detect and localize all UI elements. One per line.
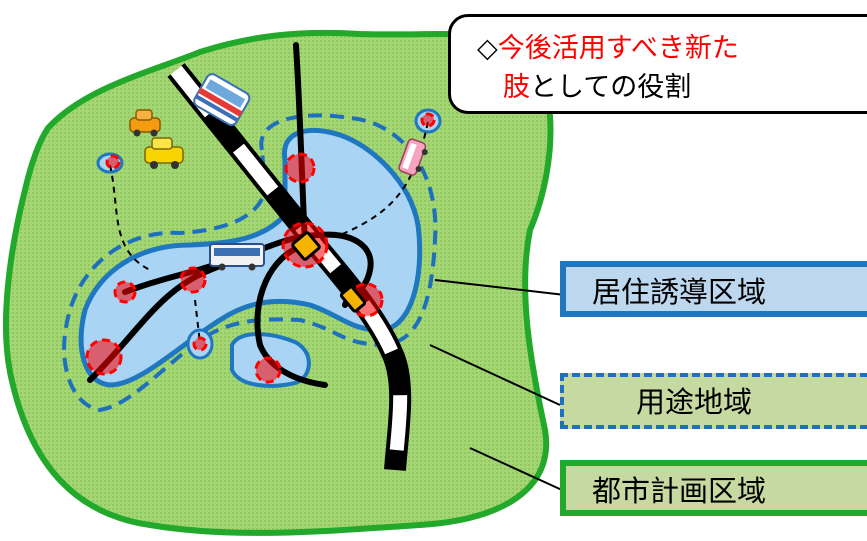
residential-area-text: 居住誘導区域 [592,275,767,309]
bus-icon [209,243,265,271]
hub-markers [85,112,436,384]
use-district-label: 用途地域 [560,373,867,429]
leader-lines [429,279,566,491]
callout-black-text: としての役割 [530,72,692,103]
residential-area-label: 居住誘導区域 [560,261,867,317]
callout-line-1: ◇今後活用すべき新た [477,29,867,68]
callout-line-2: 肢としての役割 [477,68,867,107]
callout-box: ◇今後活用すべき新た 肢としての役割 [448,14,867,114]
taxi-icon [144,137,184,169]
callout-red-text-1: 今後活用すべき新た [497,33,739,64]
bus-route-lines [109,121,429,344]
callout-prefix: ◇ [477,33,498,64]
city-planning-area-label: 都市計画区域 [560,460,867,516]
use-district-outline [62,113,438,413]
use-district-text: 用途地域 [636,385,753,419]
city-planning-area-text: 都市計画区域 [592,474,767,508]
callout-red-text-2: 肢 [503,72,530,103]
car-icon [129,109,161,137]
minibus-icon [398,138,428,176]
station-icon [291,231,367,313]
train-icon [193,73,251,126]
railway-line [167,63,412,471]
